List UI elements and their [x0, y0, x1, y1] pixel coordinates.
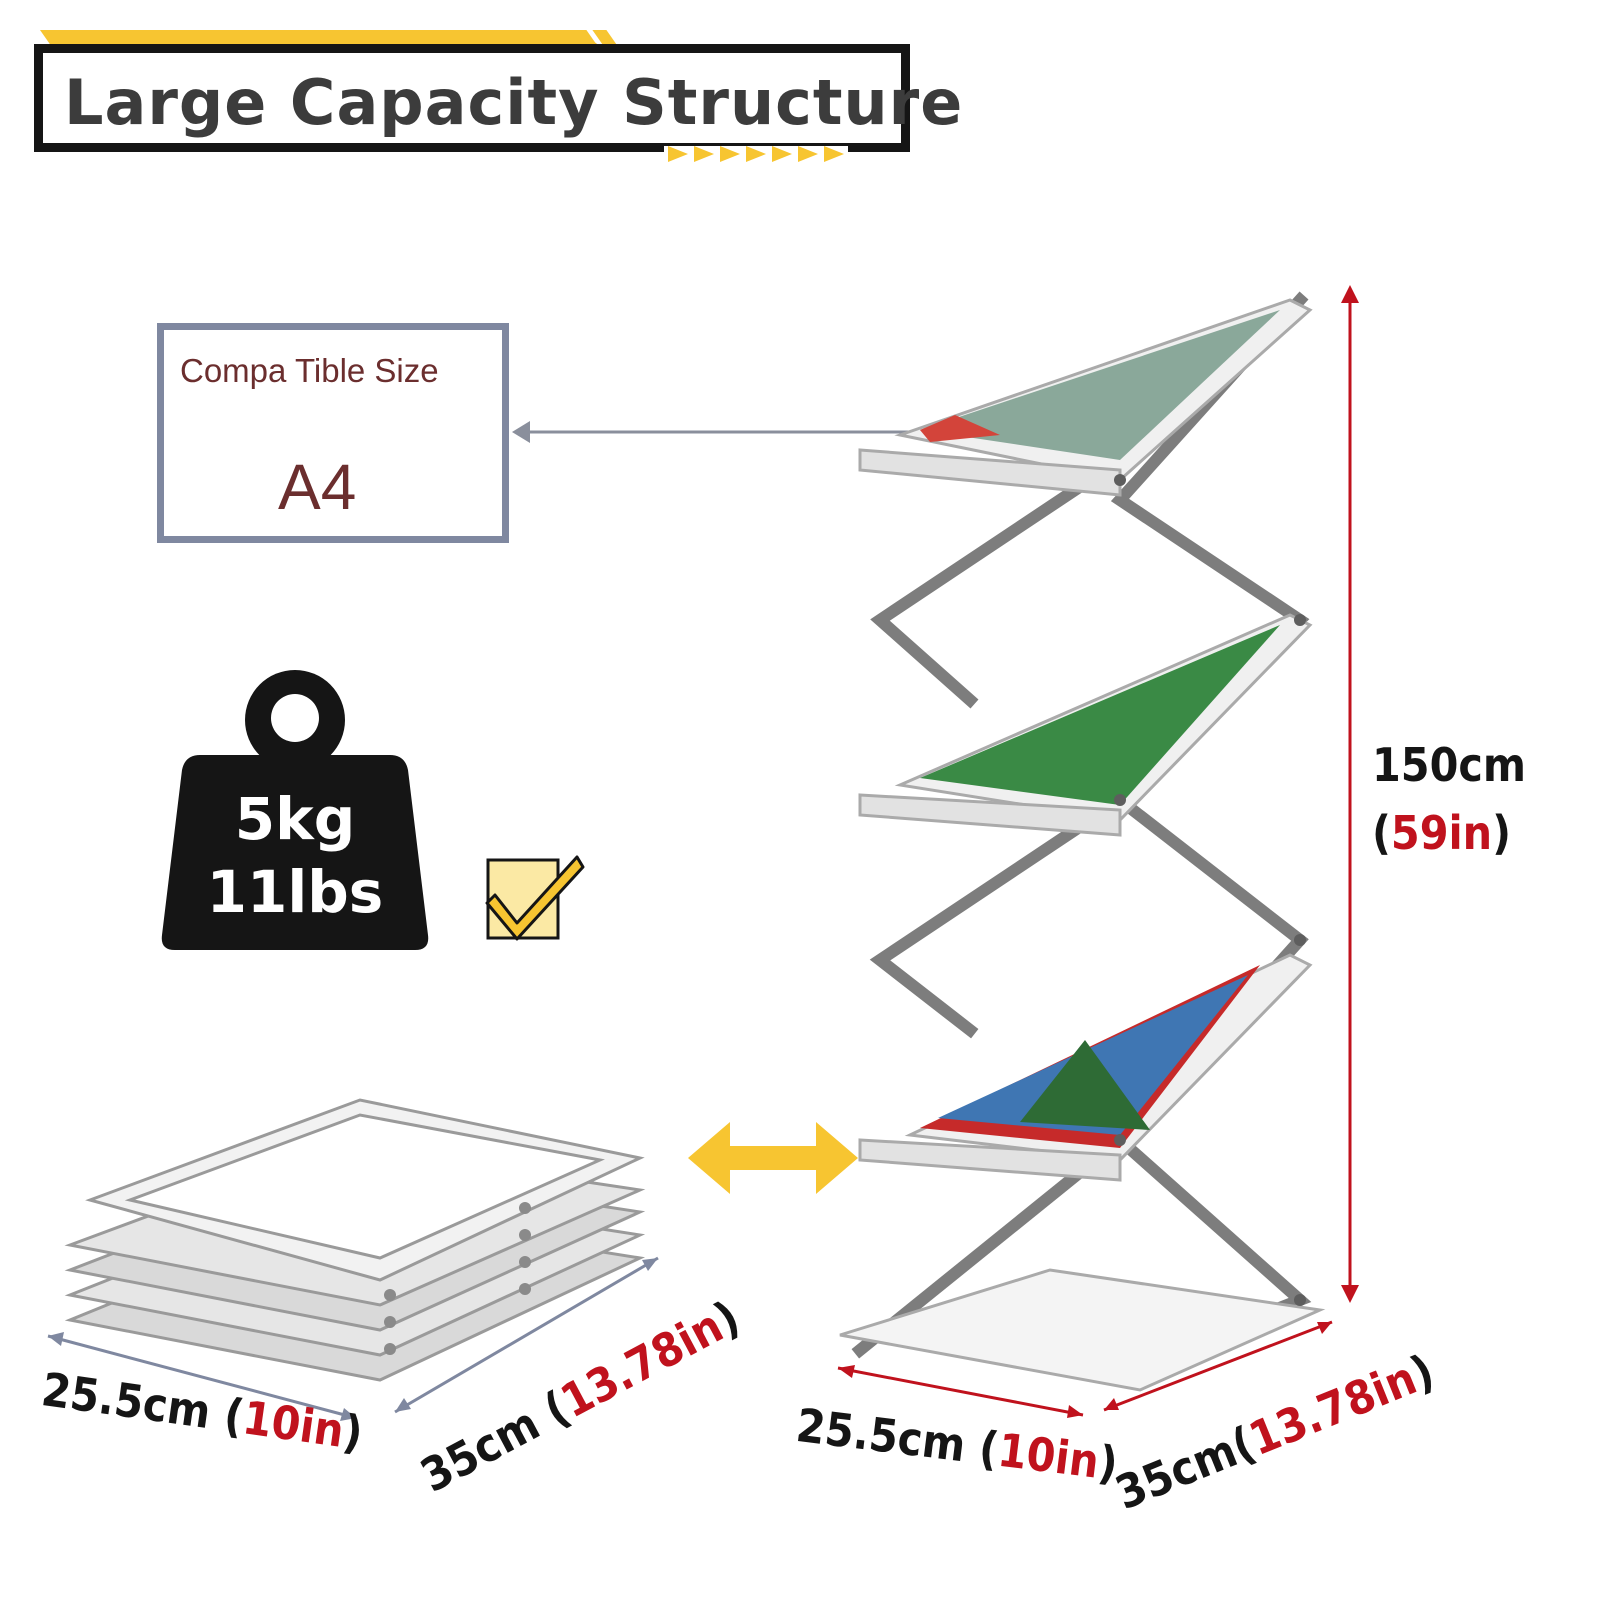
- double-arrow-icon: [688, 1122, 858, 1194]
- checkbox-check-icon: [485, 855, 585, 941]
- height-dimension-arrow: [1341, 285, 1359, 1303]
- compatible-size-value: A4: [278, 451, 357, 523]
- title-accent-bar: [40, 30, 600, 46]
- weight-icon: [161, 670, 429, 950]
- title-frame: [34, 44, 910, 152]
- folded-stand-illustration: [64, 1098, 646, 1382]
- compatible-size-label: Compa Tible Size: [180, 352, 439, 389]
- height-metric-label: 150cm: [1372, 738, 1527, 792]
- page-title: Large Capacity Structure: [64, 66, 964, 139]
- height-imperial-label: (59in): [1372, 806, 1512, 860]
- title-chevrons: [664, 146, 848, 166]
- expanded-stand-illustration: [839, 291, 1326, 1392]
- compatible-size-box: [157, 323, 509, 543]
- weight-kg: 5kg: [234, 785, 356, 853]
- weight-lbs: 11lbs: [206, 858, 384, 926]
